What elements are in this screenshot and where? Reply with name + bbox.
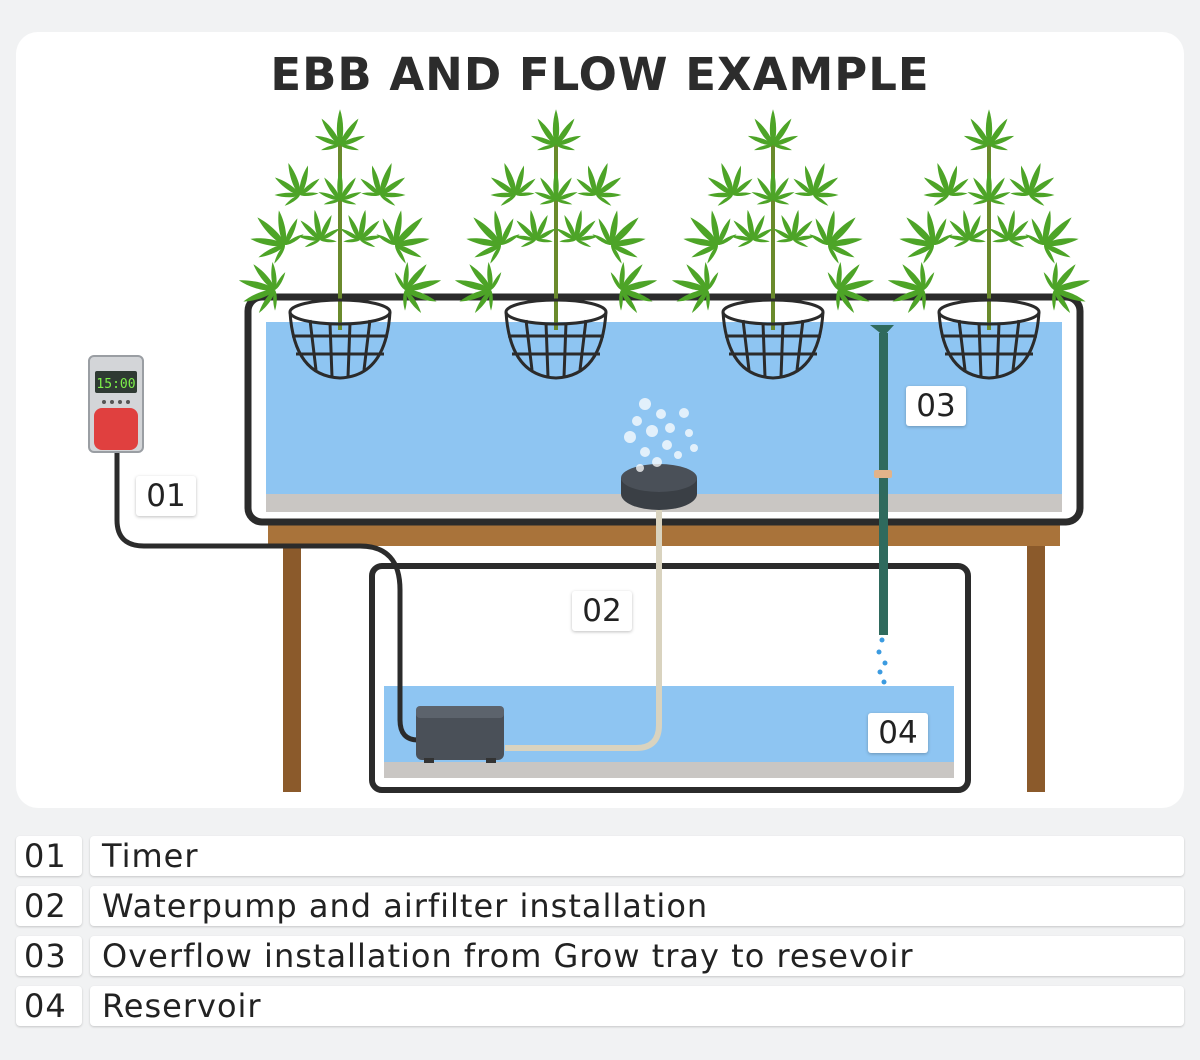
legend-label: Overflow installation from Grow tray to …	[90, 936, 1184, 976]
ebb-flow-illustration: 15:00	[88, 0, 1200, 793]
water-pump	[416, 706, 504, 763]
legend-row: 01 Timer	[16, 836, 1184, 876]
marker-02: 02	[572, 591, 632, 631]
air-bubbles	[624, 398, 698, 472]
timer-cable	[114, 450, 419, 743]
overflow-pipe	[870, 325, 894, 635]
timer-display: 15:00	[96, 377, 135, 392]
timer-device	[88, 355, 144, 453]
net-pot	[288, 298, 392, 380]
legend-number: 01	[16, 836, 82, 876]
air-stone	[621, 464, 697, 510]
legend-number: 02	[16, 886, 82, 926]
legend-number: 03	[16, 936, 82, 976]
legend-label: Reservoir	[90, 986, 1184, 1026]
net-pot	[721, 298, 825, 380]
air-tube	[505, 510, 662, 751]
grow-tray	[244, 293, 1084, 526]
table-leg-right	[1027, 540, 1045, 792]
plant	[881, 109, 1097, 330]
plant	[448, 109, 664, 330]
legend-number: 04	[16, 986, 82, 1026]
legend: 01 Timer 02 Waterpump and airfilter inst…	[16, 836, 1184, 1036]
table-leg-left	[283, 540, 301, 792]
legend-row: 04 Reservoir	[16, 986, 1184, 1026]
marker-01: 01	[136, 476, 196, 516]
page-title: EBB AND FLOW EXAMPLE	[270, 48, 930, 101]
plant	[232, 109, 448, 330]
water-drips	[876, 637, 888, 685]
net-pot	[504, 298, 608, 380]
legend-label: Waterpump and airfilter installation	[90, 886, 1184, 926]
net-pot	[937, 298, 1041, 380]
legend-row: 03 Overflow installation from Grow tray …	[16, 936, 1184, 976]
legend-row: 02 Waterpump and airfilter installation	[16, 886, 1184, 926]
marker-03: 03	[906, 386, 966, 426]
plant	[665, 109, 881, 330]
table-top	[268, 524, 1060, 546]
marker-04: 04	[868, 713, 928, 753]
legend-label: Timer	[90, 836, 1184, 876]
